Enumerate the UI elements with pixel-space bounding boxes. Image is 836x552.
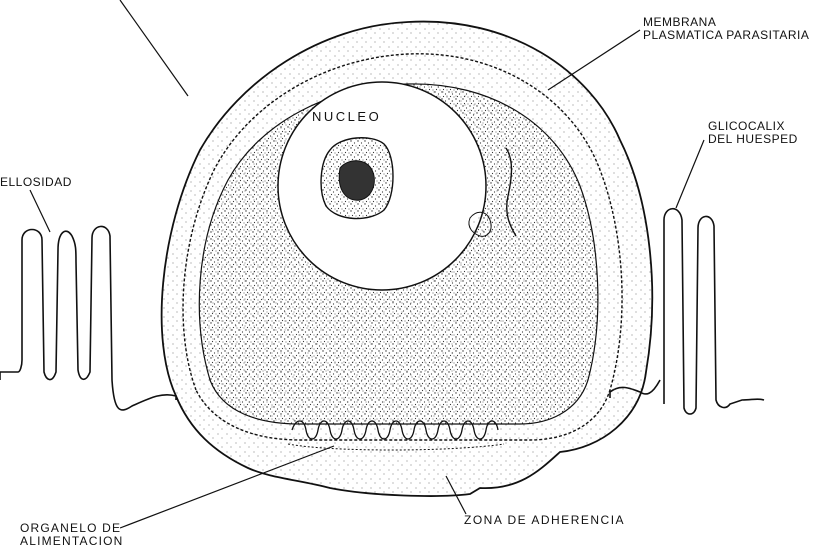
label-zona: ZONA DE ADHERENCIA [464, 514, 625, 527]
label-vellosidad: ELLOSIDAD [0, 176, 72, 189]
leader-membrana [548, 30, 640, 90]
nucleolus-core [339, 161, 374, 201]
label-membrana-line2: PLASMATICA PARASITARIA [643, 29, 809, 42]
label-membrana: MEMBRANA PLASMATICA PARASITARIA [643, 16, 809, 42]
leader-organelo [120, 446, 334, 528]
label-nucleo: NUCLEO [312, 110, 381, 123]
leader-glicocalix [676, 140, 704, 208]
leader-top-left [120, 0, 188, 96]
label-glicocalix-line2: DEL HUESPED [708, 133, 798, 146]
label-organelo: ORGANELO DE ALIMENTACION [20, 522, 124, 548]
host-villi-left [0, 226, 176, 410]
label-organelo-line2: ALIMENTACION [20, 535, 124, 548]
label-glicocalix: GLICOCALIX DEL HUESPED [708, 120, 798, 146]
leader-vellosidad [30, 190, 50, 232]
